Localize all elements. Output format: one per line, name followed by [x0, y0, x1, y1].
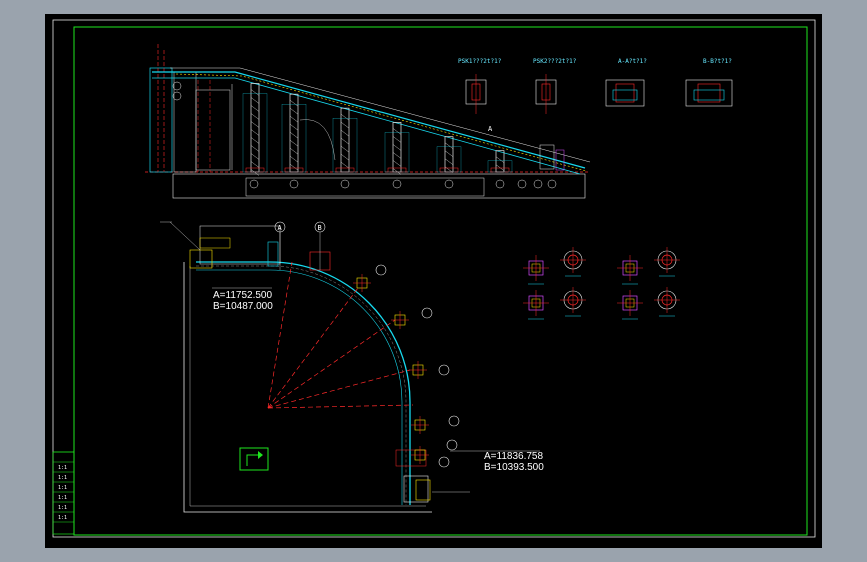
axis-bubble: [517, 179, 527, 189]
support-node: [411, 416, 429, 434]
node-detail: [523, 290, 549, 320]
support-node: [353, 274, 371, 292]
support-node: [409, 361, 427, 379]
title-block-table: 1:1 1:1 1:1 1:1 1:1 1:1: [52, 451, 75, 535]
head-tower: [149, 67, 173, 173]
axis-bubble: [438, 364, 450, 376]
trestle-support: [281, 93, 307, 173]
axis-bubble: [340, 179, 350, 189]
axis-bubble-a: [274, 221, 286, 233]
trestle-support: [436, 136, 462, 173]
axis-label-a: A: [278, 224, 283, 232]
trestle-support: [332, 107, 358, 173]
table-cell: 1:1: [58, 515, 67, 521]
section-title-bb: B-B?t?1?: [703, 58, 732, 65]
radial-line: [267, 404, 414, 409]
coord-bottom-a: A=11836.758: [484, 451, 543, 462]
axis-bubble: [172, 81, 182, 91]
axis-bubble: [448, 415, 460, 427]
table-cell: 1:1: [58, 505, 67, 511]
axis-bubble: [533, 179, 543, 189]
radial-line: [267, 319, 396, 409]
table-cell: 1:1: [58, 475, 67, 481]
plan-view: A B A=11752.500 B=10487.000 A=11836.758 …: [160, 221, 544, 513]
coord-bottom-b: B=10393.500: [484, 462, 544, 473]
section-title-psk2: PSK2???2t?1?: [533, 58, 577, 65]
axis-bubble: [438, 456, 450, 468]
radial-line: [267, 369, 411, 409]
drawing-frame: [73, 26, 808, 536]
section-title-psk1: PSK1???2t?1?: [458, 58, 502, 65]
axis-bubble: [495, 179, 505, 189]
axis-bubble: [421, 307, 433, 319]
node-detail: [523, 255, 549, 285]
axis-bubble: [547, 179, 557, 189]
gallery-bottom: [152, 77, 581, 175]
trestle-support: [242, 83, 268, 176]
axis-bubble-b: [314, 221, 326, 233]
conveyor-curve-outer: [196, 261, 411, 505]
axis-label-b: B: [318, 224, 322, 232]
axis-bubble: [392, 179, 402, 189]
coord-top-b: B=10487.000: [213, 301, 273, 312]
table-cell: 1:1: [58, 485, 67, 491]
section-mark-a: A: [488, 125, 493, 133]
foundation-box: [172, 173, 586, 199]
axis-bubble: [249, 179, 259, 189]
radial-centerlines: [267, 261, 414, 409]
section-titles: PSK1???2t?1? PSK2???2t?1? A-A?t?1? B-B?t…: [458, 58, 732, 65]
plan-boundary: [183, 262, 432, 513]
axis-bubble: [375, 264, 387, 276]
coord-top-a: A=11752.500: [213, 290, 272, 301]
north-arrow-icon: [239, 447, 269, 471]
node-detail: [617, 255, 643, 285]
node-details: [523, 247, 680, 320]
table-cell: 1:1: [58, 495, 67, 501]
trestle-support: [384, 122, 410, 175]
axis-bubble: [289, 179, 299, 189]
node-detail: [560, 287, 586, 317]
section-title-aa: A-A?t?1?: [618, 58, 647, 65]
section-details: [465, 74, 733, 114]
drawing-sheet: [45, 14, 822, 548]
radial-line: [267, 287, 359, 409]
elevation-view: A: [145, 44, 591, 199]
axis-bubble: [446, 439, 458, 451]
node-detail: [654, 247, 680, 277]
sheet-border: [52, 19, 816, 538]
axis-bubble: [172, 91, 182, 101]
table-cell: 1:1: [58, 465, 67, 471]
axis-bubble: [444, 179, 454, 189]
gallery-top: [152, 71, 586, 169]
support-node: [391, 311, 409, 329]
node-detail: [654, 287, 680, 317]
support-node: [411, 446, 429, 464]
radial-line: [267, 261, 293, 409]
node-detail: [560, 247, 586, 277]
trestle-support: [487, 150, 513, 173]
node-detail: [617, 290, 643, 320]
conveyor-curve-inner: [196, 269, 403, 505]
